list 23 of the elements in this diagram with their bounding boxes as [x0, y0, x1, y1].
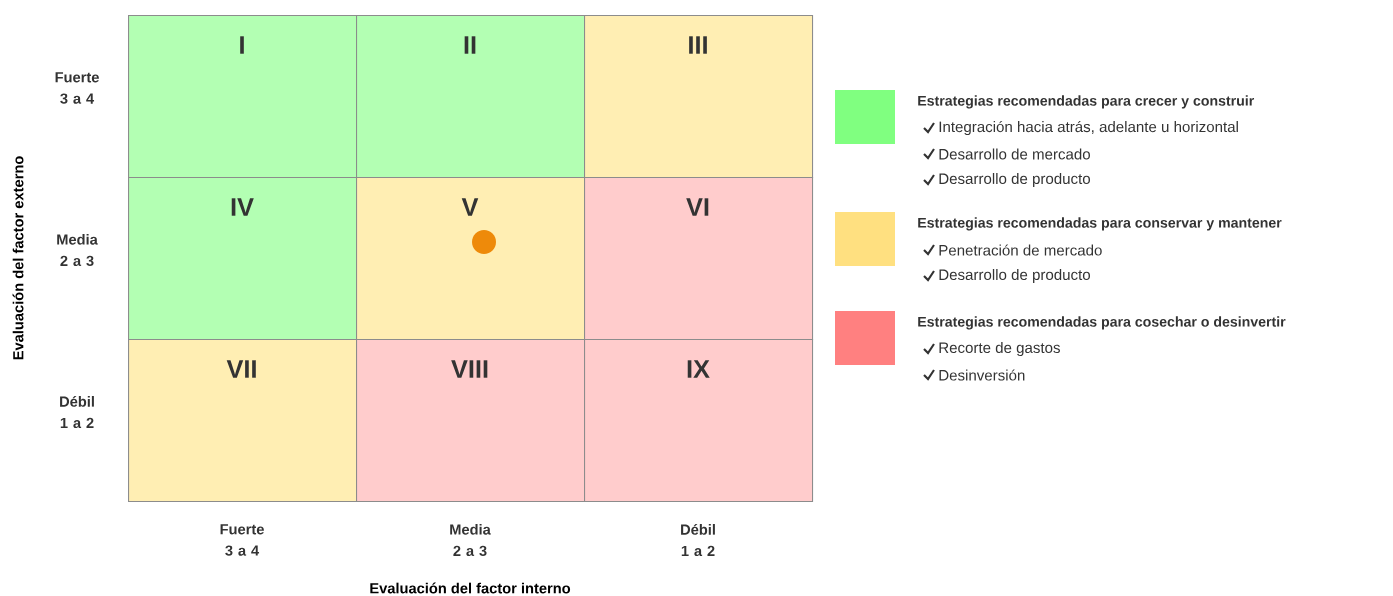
axis-label: Media 2 a 3	[450, 523, 491, 557]
matrix-cell: IV	[128, 177, 358, 341]
legend-heading: Estrategias recomendadas para crecer y construir	[918, 95, 1254, 109]
strategy-item: Integración hacia atrás, adelante u horizontal	[939, 120, 1238, 136]
strategy-item: Desinversión	[939, 369, 1025, 381]
matrix-cell: IX	[584, 339, 814, 503]
strategy-item: Penetración de mercado	[939, 244, 1102, 256]
strategy-item: Desarrollo de producto	[939, 269, 1090, 283]
matrix-cell: II	[356, 15, 586, 179]
matrix-cell: VI	[584, 177, 814, 341]
matrix-cell: VIII	[356, 339, 586, 503]
strategy-item: Recorte de gastos	[939, 342, 1060, 356]
strategy-item: Desarrollo de mercado	[939, 148, 1090, 160]
matrix-cell: V	[356, 177, 586, 341]
legend-heading: Estrategias recomendadas para cosechar o desinvertir	[918, 316, 1286, 330]
matrix-cell: III	[584, 15, 814, 179]
axis-title: Evaluación del factor interno	[370, 582, 571, 594]
matrix-cell: VII	[128, 339, 358, 503]
matrix-cell: I	[128, 15, 358, 179]
axis-label: Débil 1 a 2	[60, 395, 94, 429]
axis-title: Evaluación del factor externo	[12, 156, 24, 360]
legend-heading: Estrategias recomendadas para conservar y mantener	[918, 217, 1282, 231]
strategy-item: Desarrollo de producto	[939, 173, 1090, 187]
